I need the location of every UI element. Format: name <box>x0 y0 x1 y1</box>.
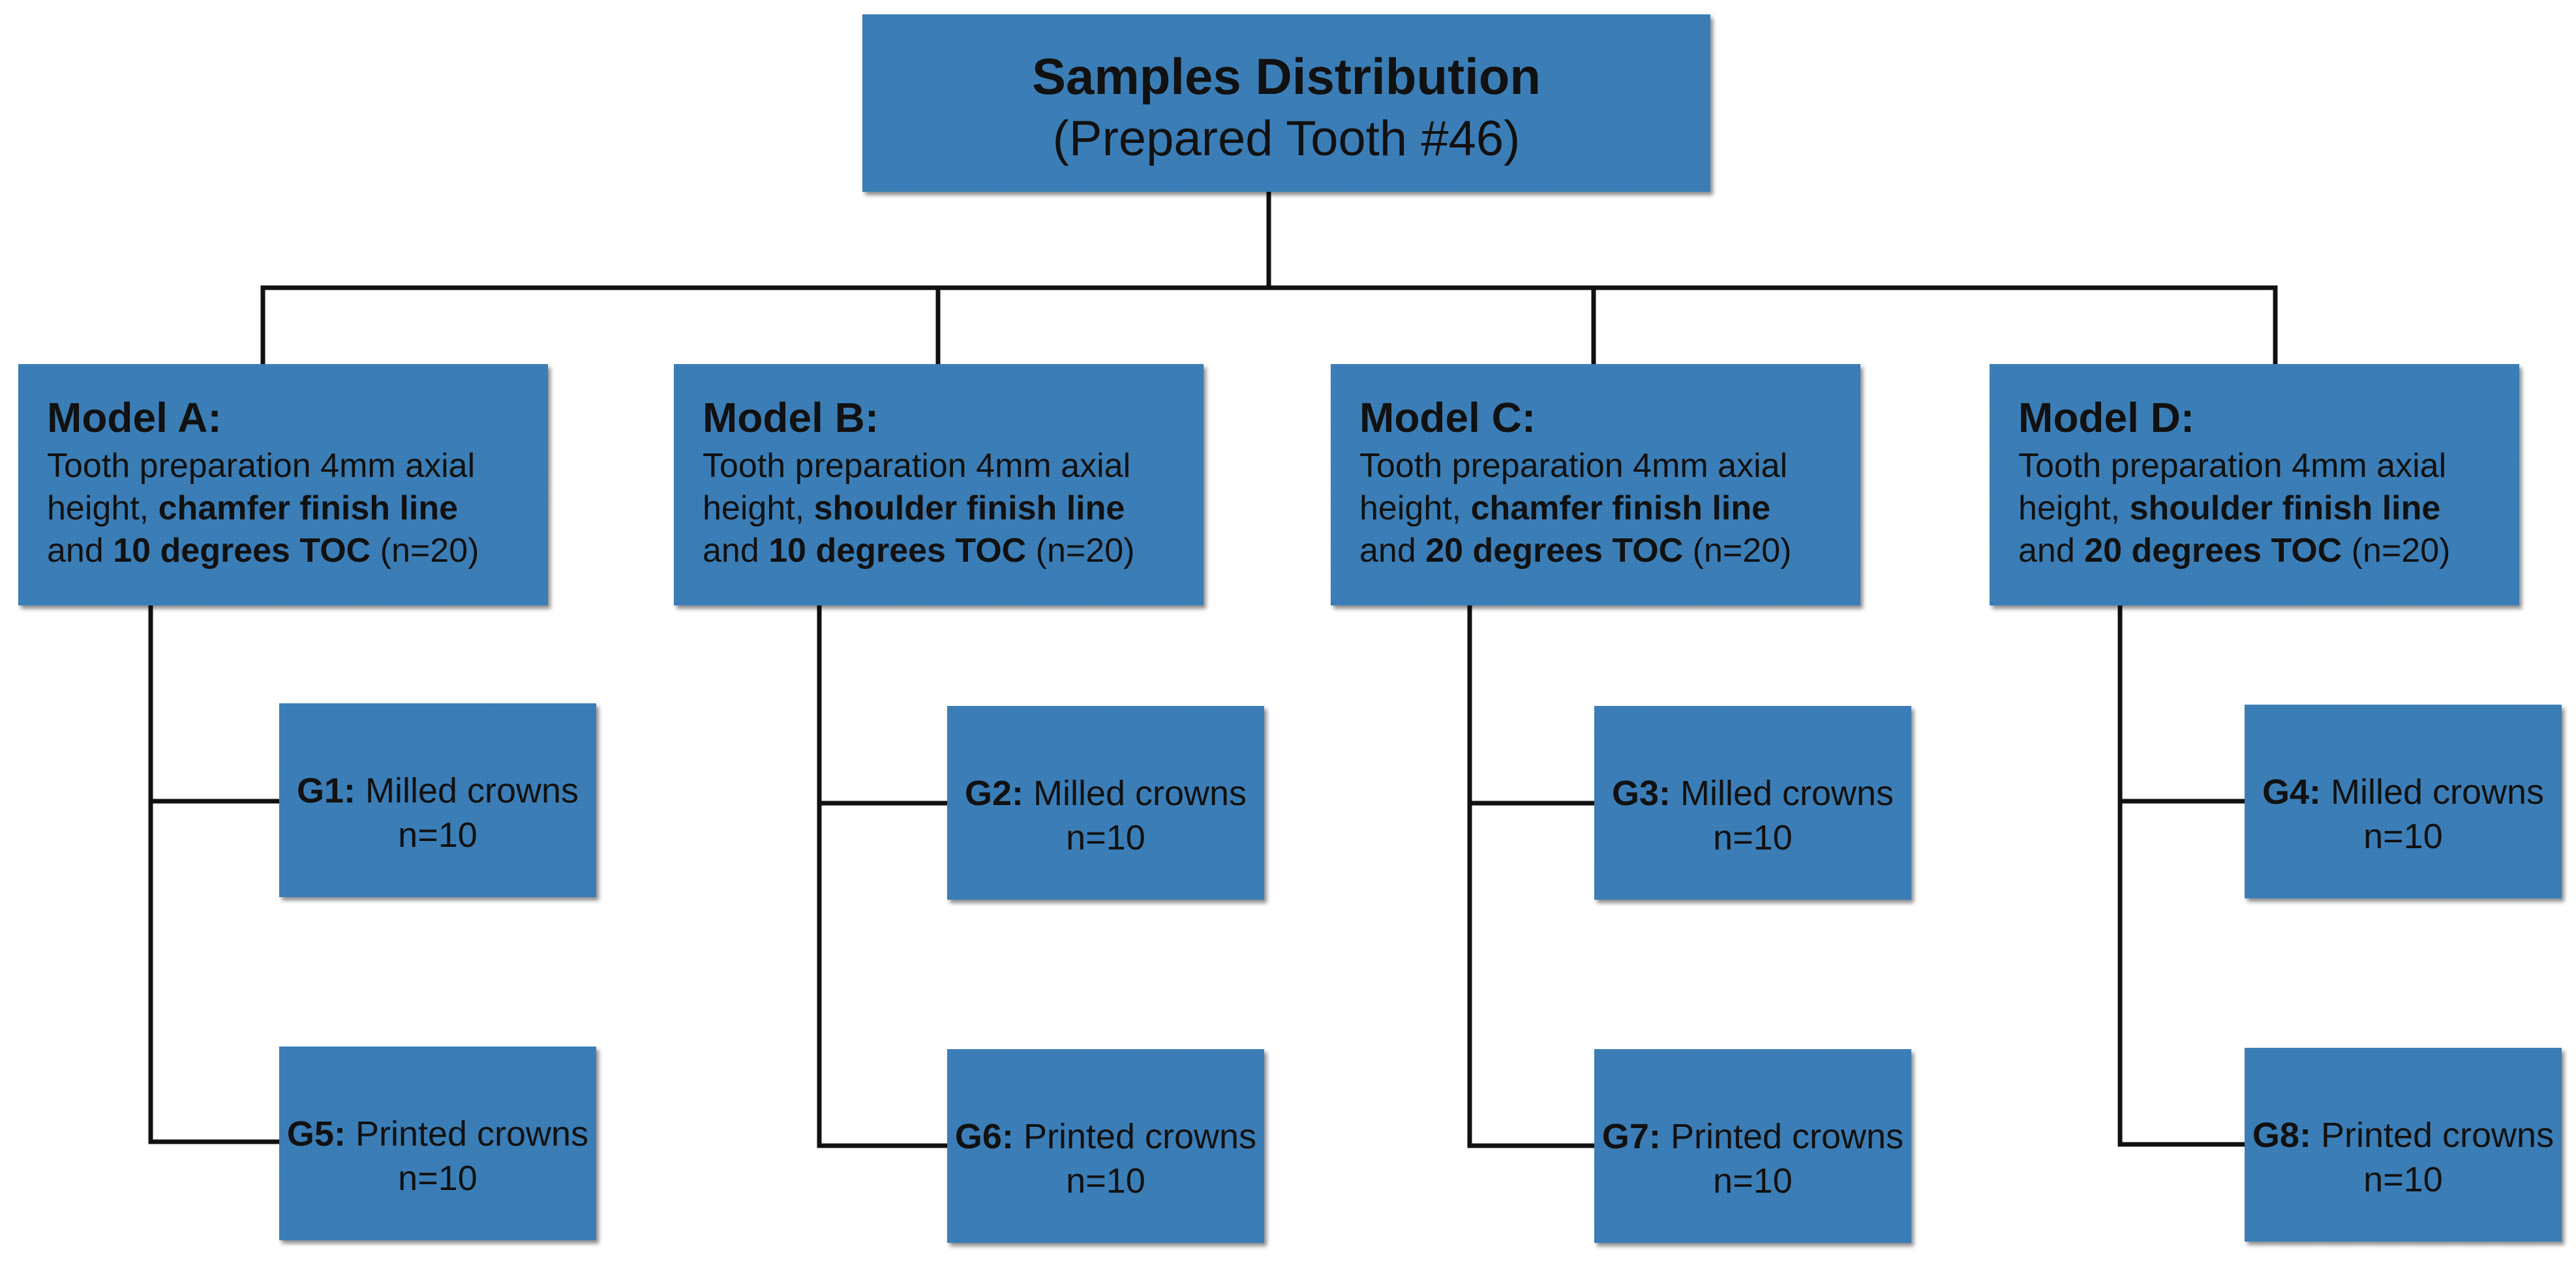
line-text: and <box>2018 532 2085 570</box>
group-label: G7: Printed crowns <box>1594 1114 1911 1159</box>
model-description-line-1: Tooth preparation 4mm axial <box>47 447 476 485</box>
crown-type: Milled crowns <box>355 771 579 810</box>
root-title: Samples Distribution <box>1031 48 1541 105</box>
group-label: G2: Milled crowns <box>947 771 1264 816</box>
group-code: G7: <box>1601 1117 1661 1156</box>
model-title: Model B: <box>703 394 879 441</box>
group-g2-node: G2: Milled crowns n=10 <box>947 706 1264 900</box>
model-title: Model A: <box>47 394 222 441</box>
group-count: n=10 <box>1713 818 1793 857</box>
line-text: and <box>1359 532 1426 570</box>
model-description-line-3: and 10 degrees TOC (n=20) <box>47 530 548 572</box>
sample-count: (n=20) <box>1026 532 1135 570</box>
group-g7-node: G7: Printed crowns n=10 <box>1594 1049 1911 1243</box>
model-description-line-1: Tooth preparation 4mm axial <box>703 447 1131 485</box>
group-g5-node: G5: Printed crowns n=10 <box>279 1047 596 1240</box>
group-code: G1: <box>296 771 356 810</box>
model-description-line-3: and 10 degrees TOC (n=20) <box>703 530 1204 572</box>
group-code: G5: <box>286 1114 346 1154</box>
crown-type: Printed crowns <box>1660 1117 1904 1156</box>
group-g6-node: G6: Printed crowns n=10 <box>947 1049 1264 1243</box>
sample-count: (n=20) <box>371 532 479 570</box>
group-count: n=10 <box>2363 817 2443 856</box>
finish-line-type: shoulder finish line <box>813 489 1125 527</box>
group-code: G2: <box>964 774 1023 813</box>
group-code: G3: <box>1611 774 1671 813</box>
model-description-line-1: Tooth preparation 4mm axial <box>1359 447 1788 485</box>
sample-count: (n=20) <box>1683 532 1792 570</box>
group-label: G1: Milled crowns <box>279 769 596 813</box>
finish-line-type: shoulder finish line <box>2129 489 2441 527</box>
toc-degrees: 10 degrees TOC <box>768 532 1027 570</box>
model-c-node: Model C: Tooth preparation 4mm axial hei… <box>1331 364 1860 605</box>
group-count: n=10 <box>2363 1160 2443 1199</box>
group-label: G6: Printed crowns <box>947 1114 1264 1159</box>
finish-line-type: chamfer finish line <box>1470 489 1771 527</box>
group-g3-node: G3: Milled crowns n=10 <box>1594 706 1911 900</box>
sample-count: (n=20) <box>2342 532 2451 570</box>
crown-type: Milled crowns <box>1670 774 1894 813</box>
line-text: height, <box>2018 489 2130 527</box>
toc-degrees: 20 degrees TOC <box>1425 532 1684 570</box>
model-title: Model C: <box>1359 394 1536 441</box>
model-description-line-2: height, shoulder finish line <box>2018 487 2519 530</box>
root-subtitle: (Prepared Tooth #46) <box>1052 111 1521 166</box>
toc-degrees: 20 degrees TOC <box>2084 532 2342 570</box>
group-code: G6: <box>954 1117 1014 1156</box>
group-count: n=10 <box>398 1159 477 1198</box>
group-count: n=10 <box>398 816 477 855</box>
crown-type: Milled crowns <box>2320 772 2545 812</box>
group-g8-node: G8: Printed crowns n=10 <box>2245 1048 2562 1242</box>
toc-degrees: 10 degrees TOC <box>113 532 371 570</box>
group-label: G5: Printed crowns <box>279 1112 596 1156</box>
model-b-node: Model B: Tooth preparation 4mm axial hei… <box>674 364 1204 605</box>
model-title: Model D: <box>2018 394 2195 441</box>
group-label: G3: Milled crowns <box>1594 771 1911 816</box>
line-text: and <box>703 532 769 570</box>
model-description-line-2: height, chamfer finish line <box>47 487 548 530</box>
model-a-node: Model A: Tooth preparation 4mm axial hei… <box>18 364 548 605</box>
model-description-line-2: height, chamfer finish line <box>1359 487 1860 530</box>
crown-type: Milled crowns <box>1023 774 1247 813</box>
model-description-line-1: Tooth preparation 4mm axial <box>2018 447 2447 485</box>
model-description-line-3: and 20 degrees TOC (n=20) <box>1359 530 1860 572</box>
model-description-line-3: and 20 degrees TOC (n=20) <box>2018 530 2519 572</box>
group-count: n=10 <box>1713 1161 1793 1200</box>
group-code: G8: <box>2252 1116 2311 1155</box>
group-count: n=10 <box>1066 1161 1145 1200</box>
crown-type: Printed crowns <box>2311 1116 2554 1155</box>
finish-line-type: chamfer finish line <box>158 489 459 527</box>
group-label: G8: Printed crowns <box>2245 1113 2562 1157</box>
root-node-samples-distribution: Samples Distribution (Prepared Tooth #46… <box>862 14 1710 192</box>
group-g1-node: G1: Milled crowns n=10 <box>279 703 596 897</box>
line-text: and <box>47 532 114 570</box>
group-g4-node: G4: Milled crowns n=10 <box>2245 705 2562 898</box>
group-count: n=10 <box>1066 818 1145 857</box>
line-text: height, <box>1359 489 1471 527</box>
line-text: height, <box>47 489 159 527</box>
group-label: G4: Milled crowns <box>2245 770 2562 814</box>
crown-type: Printed crowns <box>1013 1117 1257 1156</box>
model-d-node: Model D: Tooth preparation 4mm axial hei… <box>1990 364 2519 605</box>
model-description-line-2: height, shoulder finish line <box>703 487 1204 530</box>
line-text: height, <box>703 489 814 527</box>
crown-type: Printed crowns <box>345 1114 589 1154</box>
group-code: G4: <box>2262 772 2321 812</box>
